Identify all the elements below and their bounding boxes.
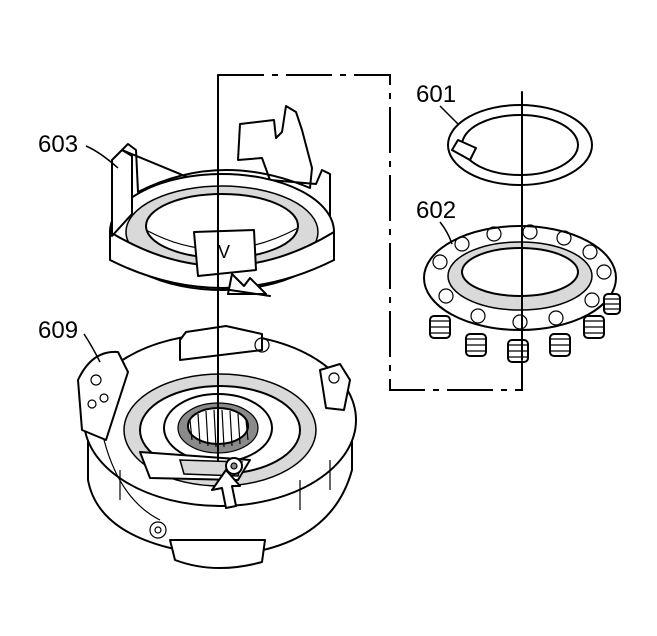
plate-holes (432, 224, 612, 330)
housing-609 (77, 325, 357, 569)
return-springs (429, 293, 621, 363)
label-609: 609 (38, 317, 78, 344)
alignment-path (218, 74, 523, 391)
label-603: 603 (38, 131, 78, 158)
label-601: 601 (416, 81, 456, 108)
arrow-icon-lower (211, 469, 241, 509)
callouts: 603 609 601 602 (38, 81, 459, 363)
v-mark-text: V (218, 242, 230, 262)
retainer-603: V (109, 105, 335, 297)
snap-ring-601 (447, 104, 593, 186)
spring-plate-602 (423, 224, 621, 363)
arrow-icon-upper (227, 273, 267, 295)
label-602: 602 (416, 197, 456, 224)
